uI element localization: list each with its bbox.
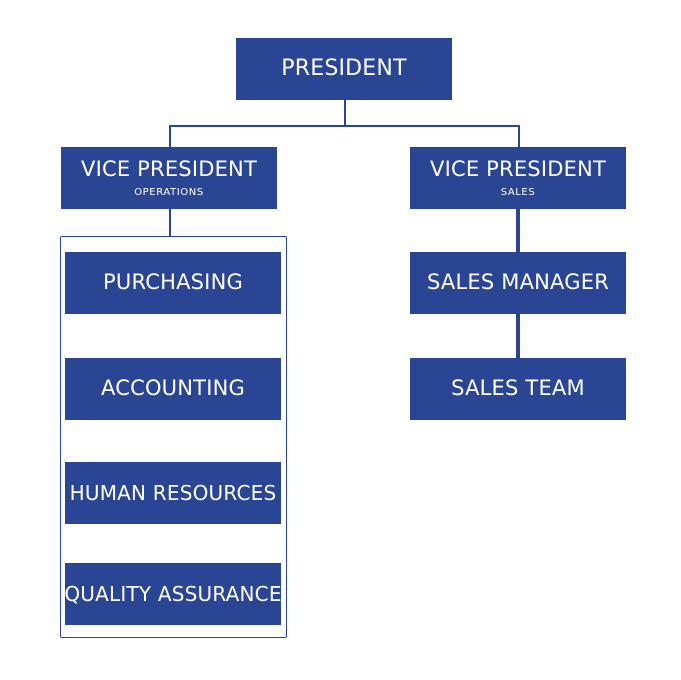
- vp-sales-subtitle: SALES: [500, 187, 536, 199]
- president-title: PRESIDENT: [281, 55, 407, 81]
- sales-team-box: SALES TEAM: [410, 358, 626, 420]
- department-accounting-title: ACCOUNTING: [101, 376, 245, 401]
- vp-operations-box: VICE PRESIDENT OPERATIONS: [61, 147, 277, 209]
- department-purchasing-box: PURCHASING: [65, 252, 281, 314]
- department-quality-assurance-title: QUALITY ASSURANCE: [64, 582, 282, 606]
- connector-vp-operations-to-group: [169, 209, 171, 237]
- connector-vp-sales-to-manager: [516, 209, 520, 253]
- connector-manager-to-team: [516, 314, 520, 358]
- president-box: PRESIDENT: [236, 38, 452, 100]
- vp-sales-box: VICE PRESIDENT SALES: [410, 147, 626, 209]
- department-accounting-box: ACCOUNTING: [65, 358, 281, 420]
- vp-operations-title: VICE PRESIDENT: [81, 156, 257, 181]
- operations-group-frame: [60, 236, 287, 638]
- sales-manager-box: SALES MANAGER: [410, 252, 626, 314]
- department-human-resources-title: HUMAN RESOURCES: [69, 481, 277, 505]
- vp-sales-title: VICE PRESIDENT: [430, 156, 606, 181]
- sales-team-title: SALES TEAM: [451, 376, 585, 401]
- connector-to-vp-sales: [518, 125, 520, 149]
- department-human-resources-box: HUMAN RESOURCES: [65, 462, 281, 524]
- connector-to-vp-operations: [169, 125, 171, 149]
- vp-operations-subtitle: OPERATIONS: [134, 187, 204, 199]
- connector-president-down: [344, 100, 346, 126]
- department-quality-assurance-box: QUALITY ASSURANCE: [64, 563, 282, 625]
- department-purchasing-title: PURCHASING: [103, 270, 243, 295]
- sales-manager-title: SALES MANAGER: [427, 270, 609, 295]
- connector-horizontal: [169, 125, 520, 127]
